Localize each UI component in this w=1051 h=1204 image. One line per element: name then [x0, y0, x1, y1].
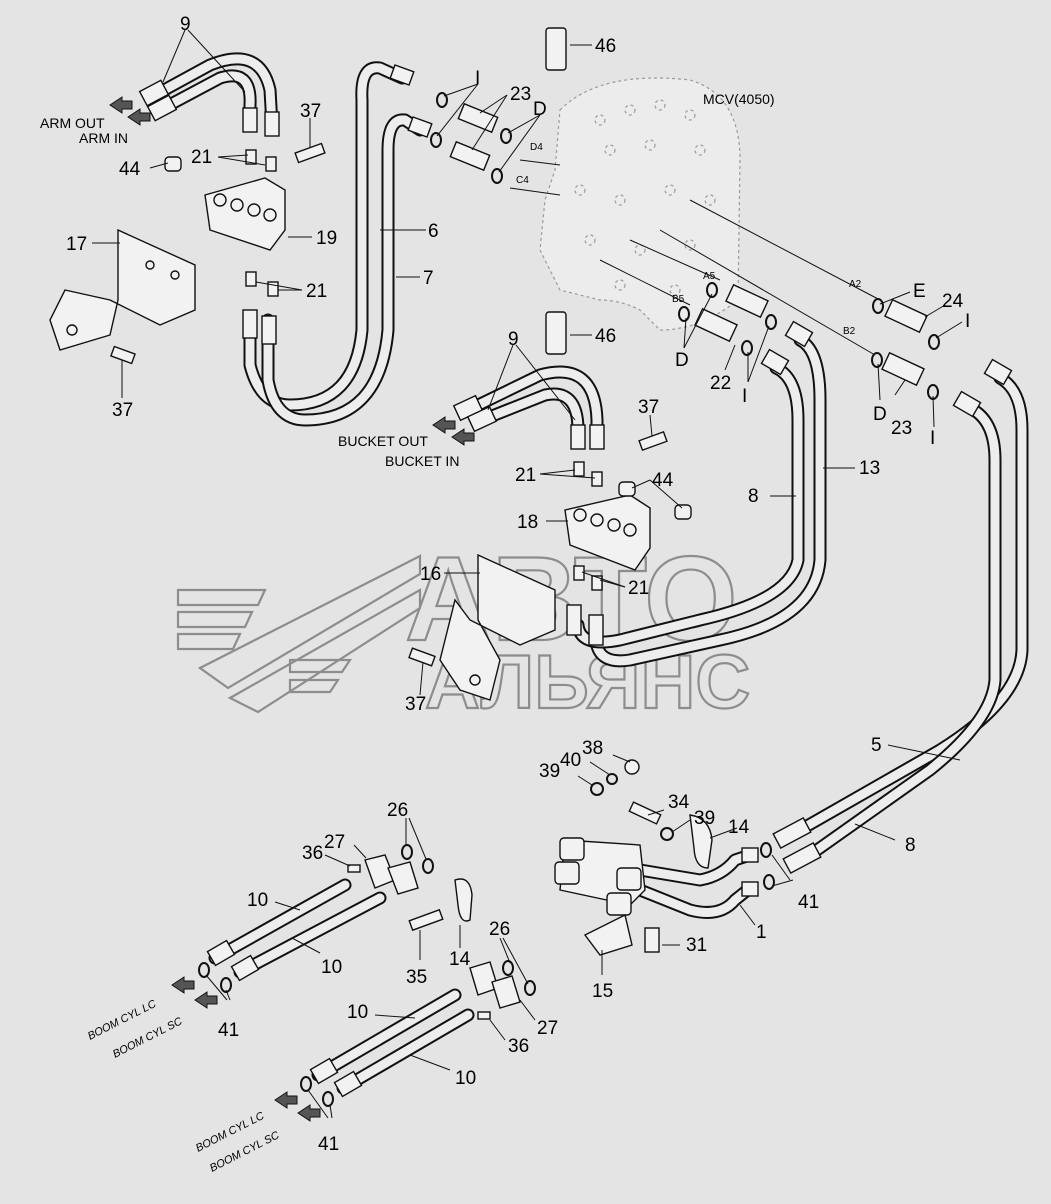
callout-31: 31 [686, 935, 707, 956]
port-b5: B5 [672, 294, 685, 305]
callout-13: 13 [859, 458, 880, 479]
callout-36: 36 [302, 843, 323, 864]
callout-24: 24 [942, 291, 964, 312]
callout-10: 10 [321, 957, 342, 978]
callout-17: 17 [66, 234, 87, 255]
callout-leaders [92, 29, 963, 1119]
callout-36: 36 [508, 1036, 529, 1057]
watermark-logo [176, 554, 422, 714]
callout-41: 41 [798, 892, 819, 913]
callout-38: 38 [582, 738, 603, 759]
callout-39: 39 [694, 808, 715, 829]
callout-26: 26 [387, 800, 408, 821]
callout-14: 14 [728, 817, 750, 838]
callout-41: 41 [218, 1020, 239, 1041]
callout-15: 15 [592, 981, 613, 1002]
callout-39: 39 [539, 761, 560, 782]
callout-8: 8 [748, 486, 759, 507]
callout-I: I [930, 428, 935, 449]
callout-I: I [475, 68, 480, 89]
port-leaders [509, 159, 881, 356]
port-c4: C4 [516, 175, 529, 186]
mcv-valve-block [539, 77, 741, 331]
callout-44: 44 [652, 470, 674, 491]
callout-40: 40 [560, 750, 581, 771]
port-a5: A5 [703, 271, 716, 282]
callout-44: 44 [119, 159, 141, 180]
callout-41: 41 [318, 1134, 339, 1155]
callout-37: 37 [638, 397, 659, 418]
callout-7: 7 [423, 268, 434, 289]
callout-46: 46 [595, 36, 616, 57]
mcv-label: MCV(4050) [703, 91, 775, 107]
label-bucket-out: BUCKET OUT [338, 433, 428, 449]
callout-16: 16 [420, 564, 441, 585]
callout-9: 9 [180, 14, 191, 35]
callout-8: 8 [905, 835, 916, 856]
fittings [49, 27, 1013, 1098]
label-bucket-in: BUCKET IN [385, 453, 459, 469]
callout-10: 10 [455, 1068, 476, 1089]
callout-21: 21 [306, 281, 327, 302]
callout-18: 18 [517, 512, 538, 533]
callout-D: D [873, 404, 887, 425]
callout-37: 37 [405, 694, 426, 715]
callout-14: 14 [449, 949, 471, 970]
callout-35: 35 [406, 967, 427, 988]
callout-D: D [675, 350, 689, 371]
callout-numbers: 9 21 44 37 17 19 21 37 6 7 I 23 D 46 46 … [66, 14, 970, 1155]
callout-9: 9 [508, 329, 519, 350]
callout-I: I [965, 311, 970, 332]
callout-E: E [913, 281, 926, 302]
port-a2: A2 [849, 279, 862, 290]
callout-21: 21 [628, 578, 649, 599]
callout-I: I [742, 386, 747, 407]
callout-D: D [533, 99, 547, 120]
callout-6: 6 [428, 221, 439, 242]
callout-21: 21 [515, 465, 536, 486]
o-rings [198, 92, 940, 1107]
callout-23: 23 [510, 84, 531, 105]
port-d4: D4 [530, 142, 543, 153]
callout-37: 37 [112, 400, 133, 421]
label-arm-in: ARM IN [79, 130, 128, 146]
hose-assemblies [148, 52, 1029, 1095]
callout-23: 23 [891, 418, 912, 439]
callout-10: 10 [247, 890, 268, 911]
callout-27: 27 [324, 832, 345, 853]
callout-5: 5 [871, 735, 882, 756]
label-arm-out: ARM OUT [40, 115, 105, 131]
callout-34: 34 [668, 792, 690, 813]
callout-1: 1 [756, 922, 767, 943]
callout-26: 26 [489, 919, 510, 940]
callout-46: 46 [595, 326, 616, 347]
callout-37: 37 [300, 101, 321, 122]
port-b2: B2 [843, 326, 856, 337]
callout-10: 10 [347, 1002, 368, 1023]
callout-19: 19 [316, 228, 337, 249]
callout-27: 27 [537, 1018, 558, 1039]
callout-21: 21 [191, 147, 212, 168]
callout-22: 22 [710, 373, 731, 394]
flow-arrows [109, 96, 475, 1122]
